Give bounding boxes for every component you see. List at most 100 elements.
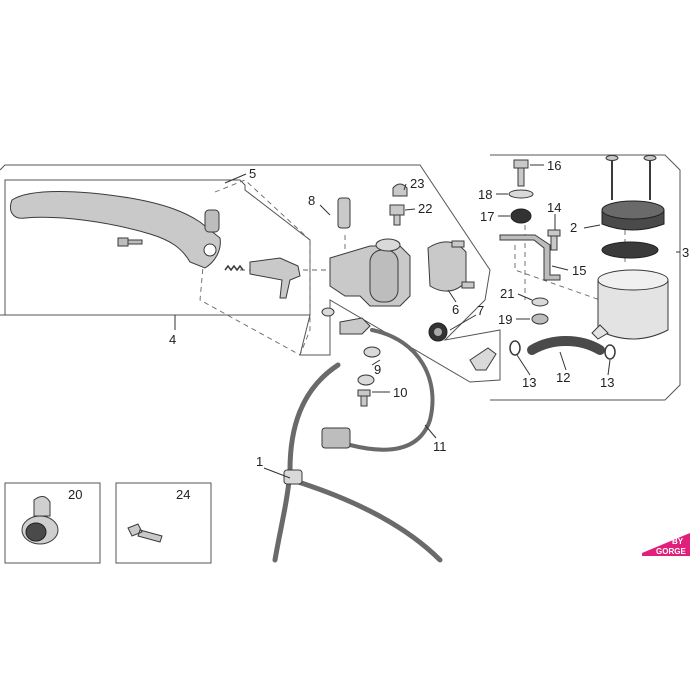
leader-lines	[174, 164, 680, 479]
leader-22	[404, 208, 416, 211]
callout-9: 9	[374, 362, 381, 377]
lever-subassembly-outline	[4, 179, 311, 316]
hose-fitting-elbow	[469, 347, 497, 371]
watermark-line1: BY	[672, 537, 684, 546]
crush-washer-upper	[363, 346, 381, 358]
callout-8: 8	[308, 193, 315, 208]
callout-17: 17	[480, 209, 494, 224]
lever-pivot-hole	[203, 243, 217, 257]
washer-18	[508, 189, 534, 199]
reservoir-bolt-16	[513, 159, 529, 187]
callout-11: 11	[433, 439, 447, 454]
crush-washer-lower	[357, 374, 375, 386]
cylinder-bore	[369, 249, 399, 303]
lever-adjuster-bracket	[249, 257, 301, 299]
callout-18: 18	[478, 187, 492, 202]
brake-hose-splitter	[289, 477, 443, 563]
boot-20-inner	[25, 522, 47, 542]
banjo-bolt	[357, 389, 371, 407]
callout-15: 15	[572, 263, 586, 278]
leader-13b	[607, 359, 611, 376]
callout-6: 6	[452, 302, 459, 317]
bracket-screw-14	[547, 229, 561, 251]
lever-pin-screw	[117, 237, 143, 247]
hoses	[272, 328, 616, 563]
callout-13b: 13	[600, 375, 614, 390]
callout-24: 24	[176, 487, 190, 502]
dashed-lever-frame	[199, 179, 311, 356]
cap-nut-23	[392, 183, 408, 197]
leader-5	[224, 173, 247, 184]
lever-blade	[10, 191, 221, 269]
callout-3: 3	[682, 245, 689, 260]
leader-13a	[516, 354, 531, 376]
reservoir-hose	[527, 336, 605, 355]
callout-13a: 13	[522, 375, 536, 390]
callout-23: 23	[410, 176, 424, 191]
inset-box-20	[4, 482, 101, 564]
callout-labels: 1 2 3 4 5 6 7 8 9 10 11 12 13 13 14 15 1…	[68, 158, 689, 502]
watermark: BY GORGE	[642, 533, 690, 556]
callout-20: 20	[68, 487, 82, 502]
master-cylinder-body	[321, 238, 497, 371]
leader-23	[403, 183, 407, 191]
callout-1: 1	[256, 454, 263, 469]
reservoir-outline	[490, 154, 681, 401]
reservoir-diaphragm	[601, 241, 659, 259]
brake-switch-cable	[348, 328, 435, 452]
callout-21: 21	[500, 286, 514, 301]
callout-10: 10	[393, 385, 407, 400]
leader-11	[424, 424, 437, 439]
hose-clip-right	[604, 344, 616, 360]
callout-22: 22	[418, 201, 432, 216]
reservoir-parts	[499, 155, 669, 340]
callout-5: 5	[249, 166, 256, 181]
master-cylinder-outline	[0, 164, 501, 383]
leader-8	[319, 204, 331, 216]
handlebar-clamp	[427, 241, 467, 292]
reservoir-outlet	[591, 324, 609, 340]
leader-12	[559, 351, 567, 371]
cap-screw-right-head	[643, 155, 657, 161]
leader-21	[517, 293, 533, 301]
assembly-outline-group	[0, 154, 681, 564]
pivot-pin	[337, 197, 351, 229]
callout-4: 4	[169, 332, 176, 347]
brake-lever	[10, 191, 301, 299]
leader-15	[551, 265, 569, 271]
grommet-19	[531, 313, 549, 325]
hose-joint	[283, 469, 303, 485]
dashed-reservoir-link	[514, 245, 601, 315]
reservoir-cap-top	[601, 200, 665, 220]
watermark-line2: GORGE	[656, 547, 686, 556]
leader-9	[371, 359, 381, 366]
inset-parts	[21, 496, 163, 545]
callout-7: 7	[477, 303, 484, 318]
grommet-17	[510, 208, 532, 224]
leader-2	[583, 224, 601, 229]
callout-12: 12	[556, 370, 570, 385]
brake-hose	[272, 362, 341, 563]
reservoir-bracket-15	[499, 234, 561, 281]
screw-24	[127, 523, 163, 543]
callout-2: 2	[570, 220, 577, 235]
banjo-fitting	[339, 317, 371, 335]
boot-20-tab	[33, 496, 51, 517]
leader-6	[447, 289, 457, 303]
pin-and-screw-parts	[337, 183, 408, 229]
lever-spring	[224, 264, 244, 272]
reservoir-body-rim	[597, 269, 669, 291]
clamp-bolts	[451, 240, 475, 289]
lever-bushing	[204, 209, 220, 233]
leader-7	[449, 314, 477, 331]
callout-19: 19	[498, 312, 512, 327]
boot-rubber-hole	[434, 328, 442, 336]
watermark-shape	[642, 533, 690, 556]
callout-16: 16	[547, 158, 561, 173]
washer-21	[531, 297, 549, 307]
screw-22	[389, 204, 405, 226]
brake-line-fittings	[339, 317, 381, 407]
brake-switch-connector	[321, 427, 351, 449]
inset-box-24	[115, 482, 212, 564]
